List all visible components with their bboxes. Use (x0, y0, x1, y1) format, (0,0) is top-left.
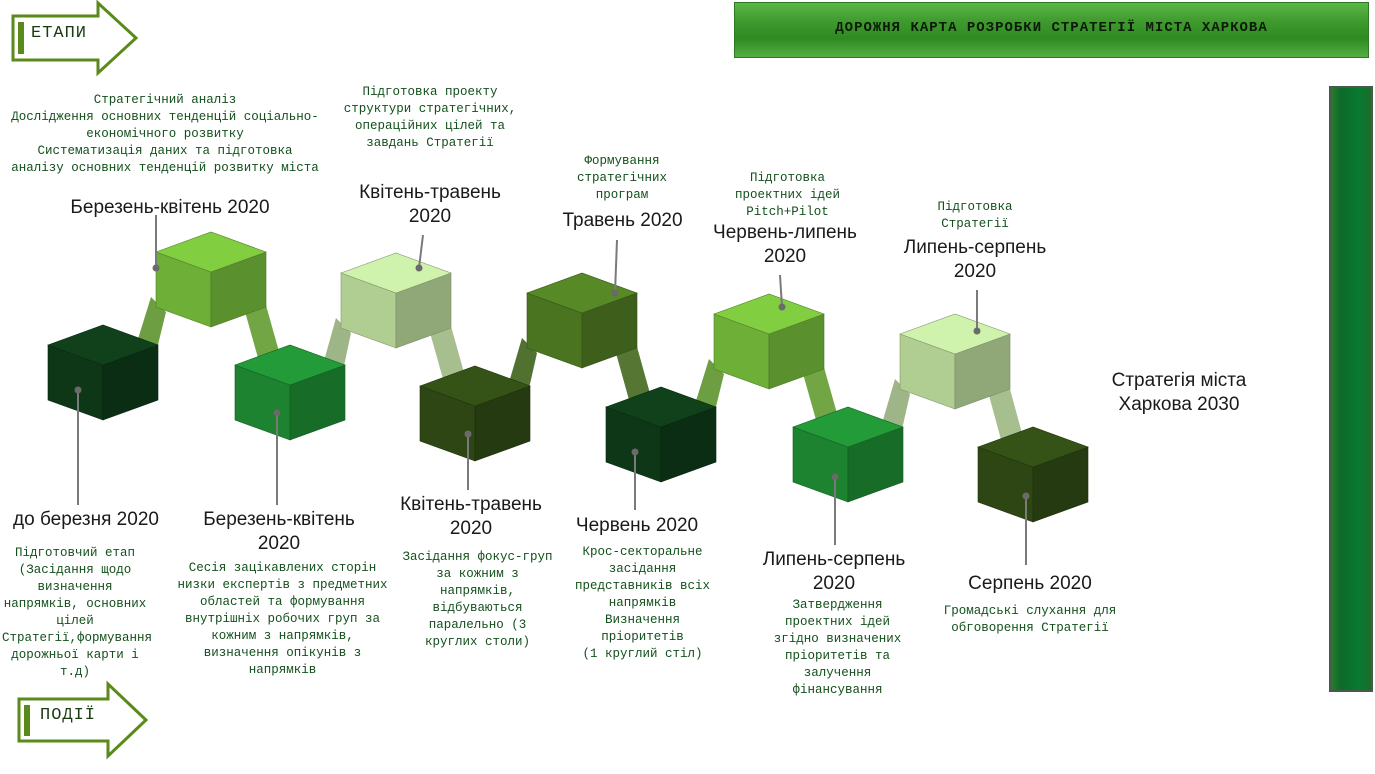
top-note-5: Підготовка Стратегії (937, 200, 1013, 231)
cube-stage-9-top (792, 406, 904, 448)
bottom-stage-label-3: Квітень-травень 2020 (400, 494, 542, 539)
cube-stage-1 (47, 324, 159, 421)
bottom-note-2: Сесія зацікавлених сторін низки експерті… (177, 561, 388, 677)
top-note-3: Формування стратегічних програм (576, 154, 667, 202)
cube-stage-2 (155, 231, 267, 328)
cube-stage-1-top (47, 324, 159, 366)
cube-stage-2-top (155, 231, 267, 273)
title-banner: ДОРОЖНЯ КАРТА РОЗРОБКИ СТРАТЕГІЇ МІСТА Х… (734, 2, 1369, 58)
page-title: ДОРОЖНЯ КАРТА РОЗРОБКИ СТРАТЕГІЇ МІСТА Х… (835, 20, 1268, 36)
bottom-note-5: Затвердження проектних ідей згідно визна… (773, 598, 902, 697)
cube-stage-7-top (605, 386, 717, 428)
cube-stage-6 (526, 272, 638, 369)
callout-dot-9 (611, 289, 619, 297)
top-stage-label-2: Квітень-травень 2020 (359, 182, 501, 227)
bottom-stage-label-5: Липень-серпень 2020 (762, 549, 906, 594)
top-note-1: Стратегічний аналіз Дослідження основних… (11, 93, 319, 175)
cube-stage-11 (977, 426, 1089, 523)
top-stage-label-3: Травень 2020 (562, 210, 683, 231)
bottom-stage-label-2: Березень-квітень 2020 (203, 509, 355, 554)
cube-stage-3-top (234, 344, 346, 386)
bottom-stage-label-6: Серпень 2020 (968, 573, 1092, 594)
top-stage-label-5: Липень-серпень 2020 (903, 237, 1047, 282)
callout-dot-8 (415, 264, 423, 272)
stages-label: ЕТАПИ (31, 24, 88, 43)
bottom-note-3: Засідання фокус-груп за кожним з напрямк… (402, 550, 553, 649)
bottom-note-6: Громадські слухання для обговорення Стра… (943, 604, 1117, 635)
top-note-2: Підготовка проекту структури стратегічни… (343, 85, 517, 150)
cube-stage-8-top (713, 293, 825, 335)
callout-dot-4 (631, 448, 639, 456)
cube-stage-6-top (526, 272, 638, 314)
cube-stage-10-top (899, 313, 1011, 355)
bottom-stage-label-4: Червень 2020 (575, 515, 699, 536)
callout-dot-2 (273, 409, 281, 417)
cube-stage-8 (713, 293, 825, 390)
top-stage-label-1: Березень-квітень 2020 (70, 197, 270, 218)
stages-arrow (11, 0, 139, 77)
events-arrow (17, 680, 149, 760)
cube-stage-4 (340, 252, 452, 349)
bottom-stage-label-1: до березня 2020 (13, 509, 159, 530)
cube-stage-5-top (419, 365, 531, 407)
callout-line-8 (418, 234, 424, 269)
callout-dot-6 (1022, 492, 1030, 500)
callout-dot-7 (152, 264, 160, 272)
cube-stage-10 (899, 313, 1011, 410)
bottom-note-4: Крос-секторальне засідання представників… (574, 545, 711, 661)
side-bar (1329, 86, 1373, 692)
cube-stage-5 (419, 365, 531, 462)
cube-stage-11-top (977, 426, 1089, 468)
bottom-note-1: Підготовчий етап (Засідання щодо визначе… (2, 546, 153, 679)
cube-chain (47, 215, 1089, 565)
callout-line-9 (614, 239, 618, 294)
cube-stage-4-top (340, 252, 452, 294)
final-strategy-label: Стратегія міста Харкова 2030 (1111, 370, 1247, 415)
callout-line-10 (779, 274, 783, 308)
cube-stage-9 (792, 406, 904, 503)
callout-dot-10 (778, 303, 786, 311)
events-label: ПОДІЇ (40, 706, 97, 725)
cube-stage-7 (605, 386, 717, 483)
callout-dot-3 (464, 430, 472, 438)
callout-dot-5 (831, 473, 839, 481)
cube-stage-3 (234, 344, 346, 441)
callout-dot-1 (74, 386, 82, 394)
top-stage-label-4: Червень-липень 2020 (713, 222, 857, 267)
callout-dot-11 (973, 327, 981, 335)
top-note-4: Підготовка проектних ідей Pitch+Pilot (734, 171, 841, 219)
